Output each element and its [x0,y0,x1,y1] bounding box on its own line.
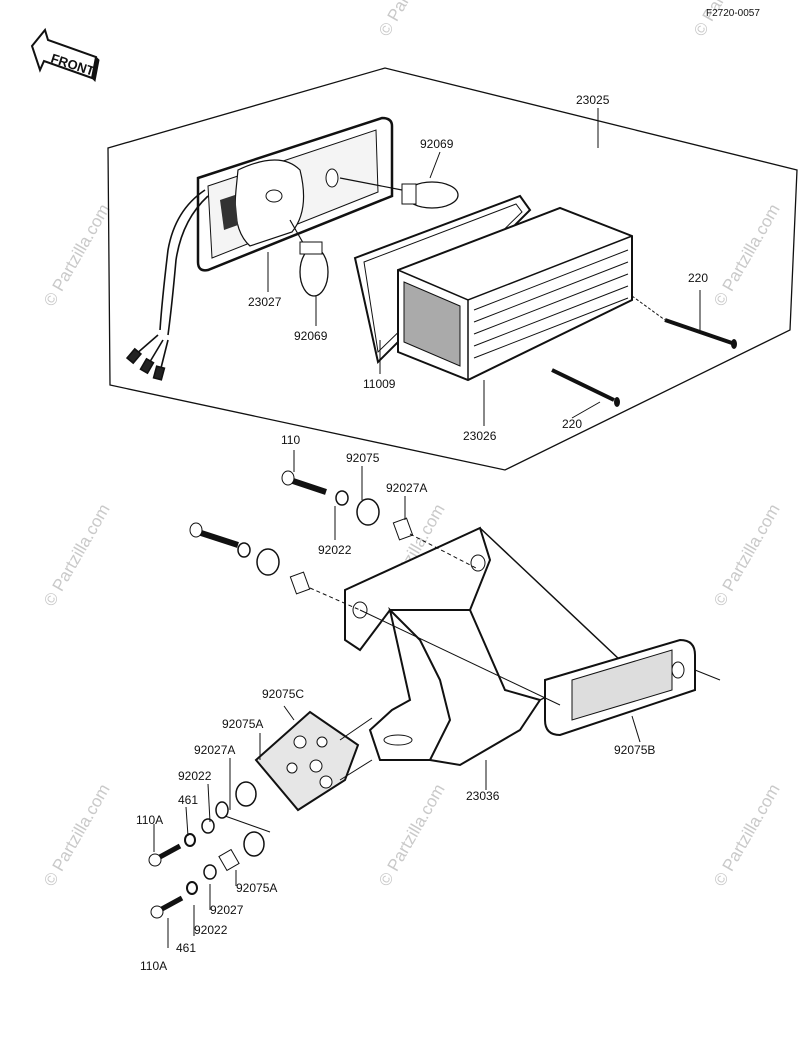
diagram-code: F2720-0057 [706,8,760,19]
part-label-92069: 92069 [420,137,454,151]
bolt-left [197,529,239,548]
part-label-461: 461 [178,793,199,807]
part-label-461: 461 [176,941,197,955]
part-label-92075B: 92075B [614,743,656,757]
screw-220-bottom [551,368,615,402]
part-label-92027A: 92027A [386,481,428,495]
part-label-92069: 92069 [294,329,328,343]
part-label-92075: 92075 [346,451,380,465]
bulb-92069-bottom [289,219,329,297]
part-label-92022: 92022 [318,543,352,557]
bolt-110A-top [156,843,182,861]
bolt-110A-bottom [158,895,184,913]
part-label-23026: 23026 [463,429,497,443]
part-label-92075A: 92075A [222,717,264,731]
part-label-92075A: 92075A [236,881,278,895]
leader-lines [153,108,701,948]
screw-220-right [664,318,733,345]
part-label-220: 220 [562,417,583,431]
housing-23026 [397,206,633,382]
part-label-92027: 92027 [210,903,244,917]
wire-harness [125,189,209,381]
part-label-110A: 110A [140,959,168,973]
pad-92075B [544,638,696,737]
bracket-23036 [344,526,622,767]
part-label-220: 220 [688,271,709,285]
part-label-23027: 23027 [248,295,282,309]
part-label-92022: 92022 [178,769,212,783]
part-label-110: 110 [281,433,301,447]
pad-92075C [254,710,360,812]
part-label-92027A: 92027A [194,743,236,757]
bolt-110 [289,477,327,495]
part-label-92075C: 92075C [262,687,305,701]
assembly-outline [107,67,798,471]
part-label-23025: 23025 [576,93,610,107]
front-arrow-icon: FRONT [30,27,100,83]
part-label-110A: 110A [136,813,164,827]
part-label-11009: 11009 [363,377,396,391]
part-label-23036: 23036 [466,789,500,803]
part-label-92022: 92022 [194,923,228,937]
lens-23027 [196,116,394,272]
bulb-92069-top [339,177,459,209]
